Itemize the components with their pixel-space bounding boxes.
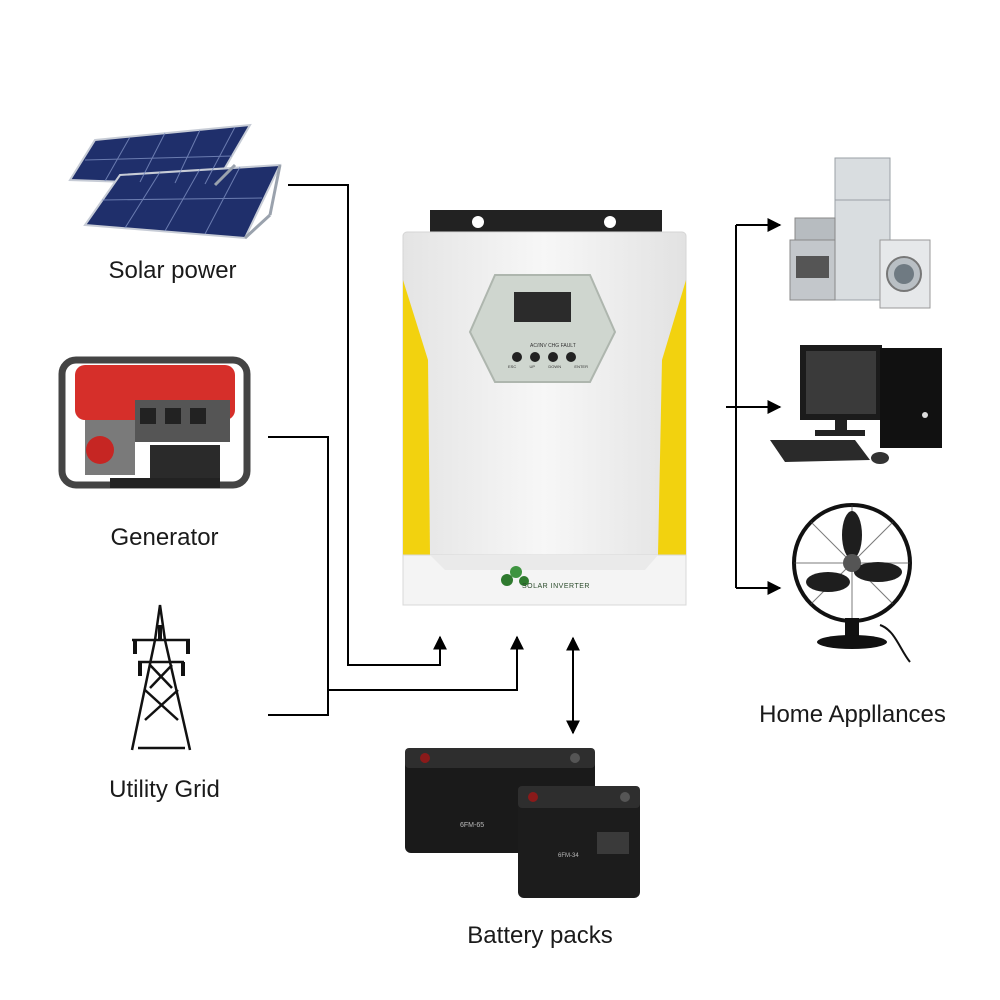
up-button[interactable]: UP xyxy=(529,364,536,369)
grid-label: Utility Grid xyxy=(109,776,220,803)
inverter-button-labels: ESC UP DOWN ENTER xyxy=(508,364,588,369)
solar-connection-line xyxy=(288,184,447,666)
indicator-ac-inv: AC/INV xyxy=(530,343,547,349)
inverter-body xyxy=(402,210,687,606)
inverter-brand-text: SOLAR INVERTER xyxy=(522,583,590,590)
generator-label: Generator xyxy=(110,524,219,551)
solar-label: Solar power xyxy=(108,257,237,284)
generator-connection-line xyxy=(268,436,329,716)
enter-button[interactable]: ENTER xyxy=(574,364,588,369)
solar-inverter: AC/INV CHG FAULT ESC UP DOWN ENTER SOLAR… xyxy=(400,210,690,610)
indicator-chg: CHG xyxy=(548,343,560,349)
battery-model-large: 6FM-65 xyxy=(460,822,485,829)
indicator-fault: FAULT xyxy=(560,343,576,349)
home-appliances-label: Home Appllances xyxy=(759,701,946,728)
esc-button[interactable]: ESC xyxy=(508,364,517,369)
battery-label: Battery packs xyxy=(467,922,613,949)
grid-connection-line xyxy=(328,635,524,691)
down-button[interactable]: DOWN xyxy=(548,364,562,369)
battery-model-small: 6FM-34 xyxy=(558,853,579,859)
inverter-indicator-labels: AC/INV CHG FAULT xyxy=(530,343,590,349)
